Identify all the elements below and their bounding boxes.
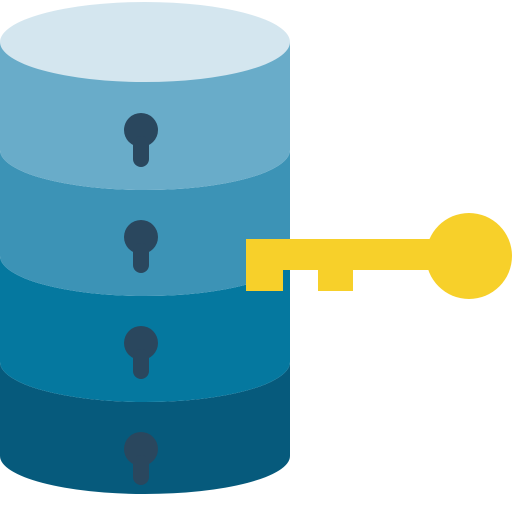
- database-top: [0, 2, 290, 82]
- keyhole-icon: [124, 326, 158, 379]
- keyhole-icon: [124, 220, 158, 273]
- keyhole-icon: [124, 432, 158, 485]
- database-layer-4: [0, 362, 290, 494]
- key-icon: [246, 213, 512, 299]
- keyhole-icon: [124, 113, 158, 167]
